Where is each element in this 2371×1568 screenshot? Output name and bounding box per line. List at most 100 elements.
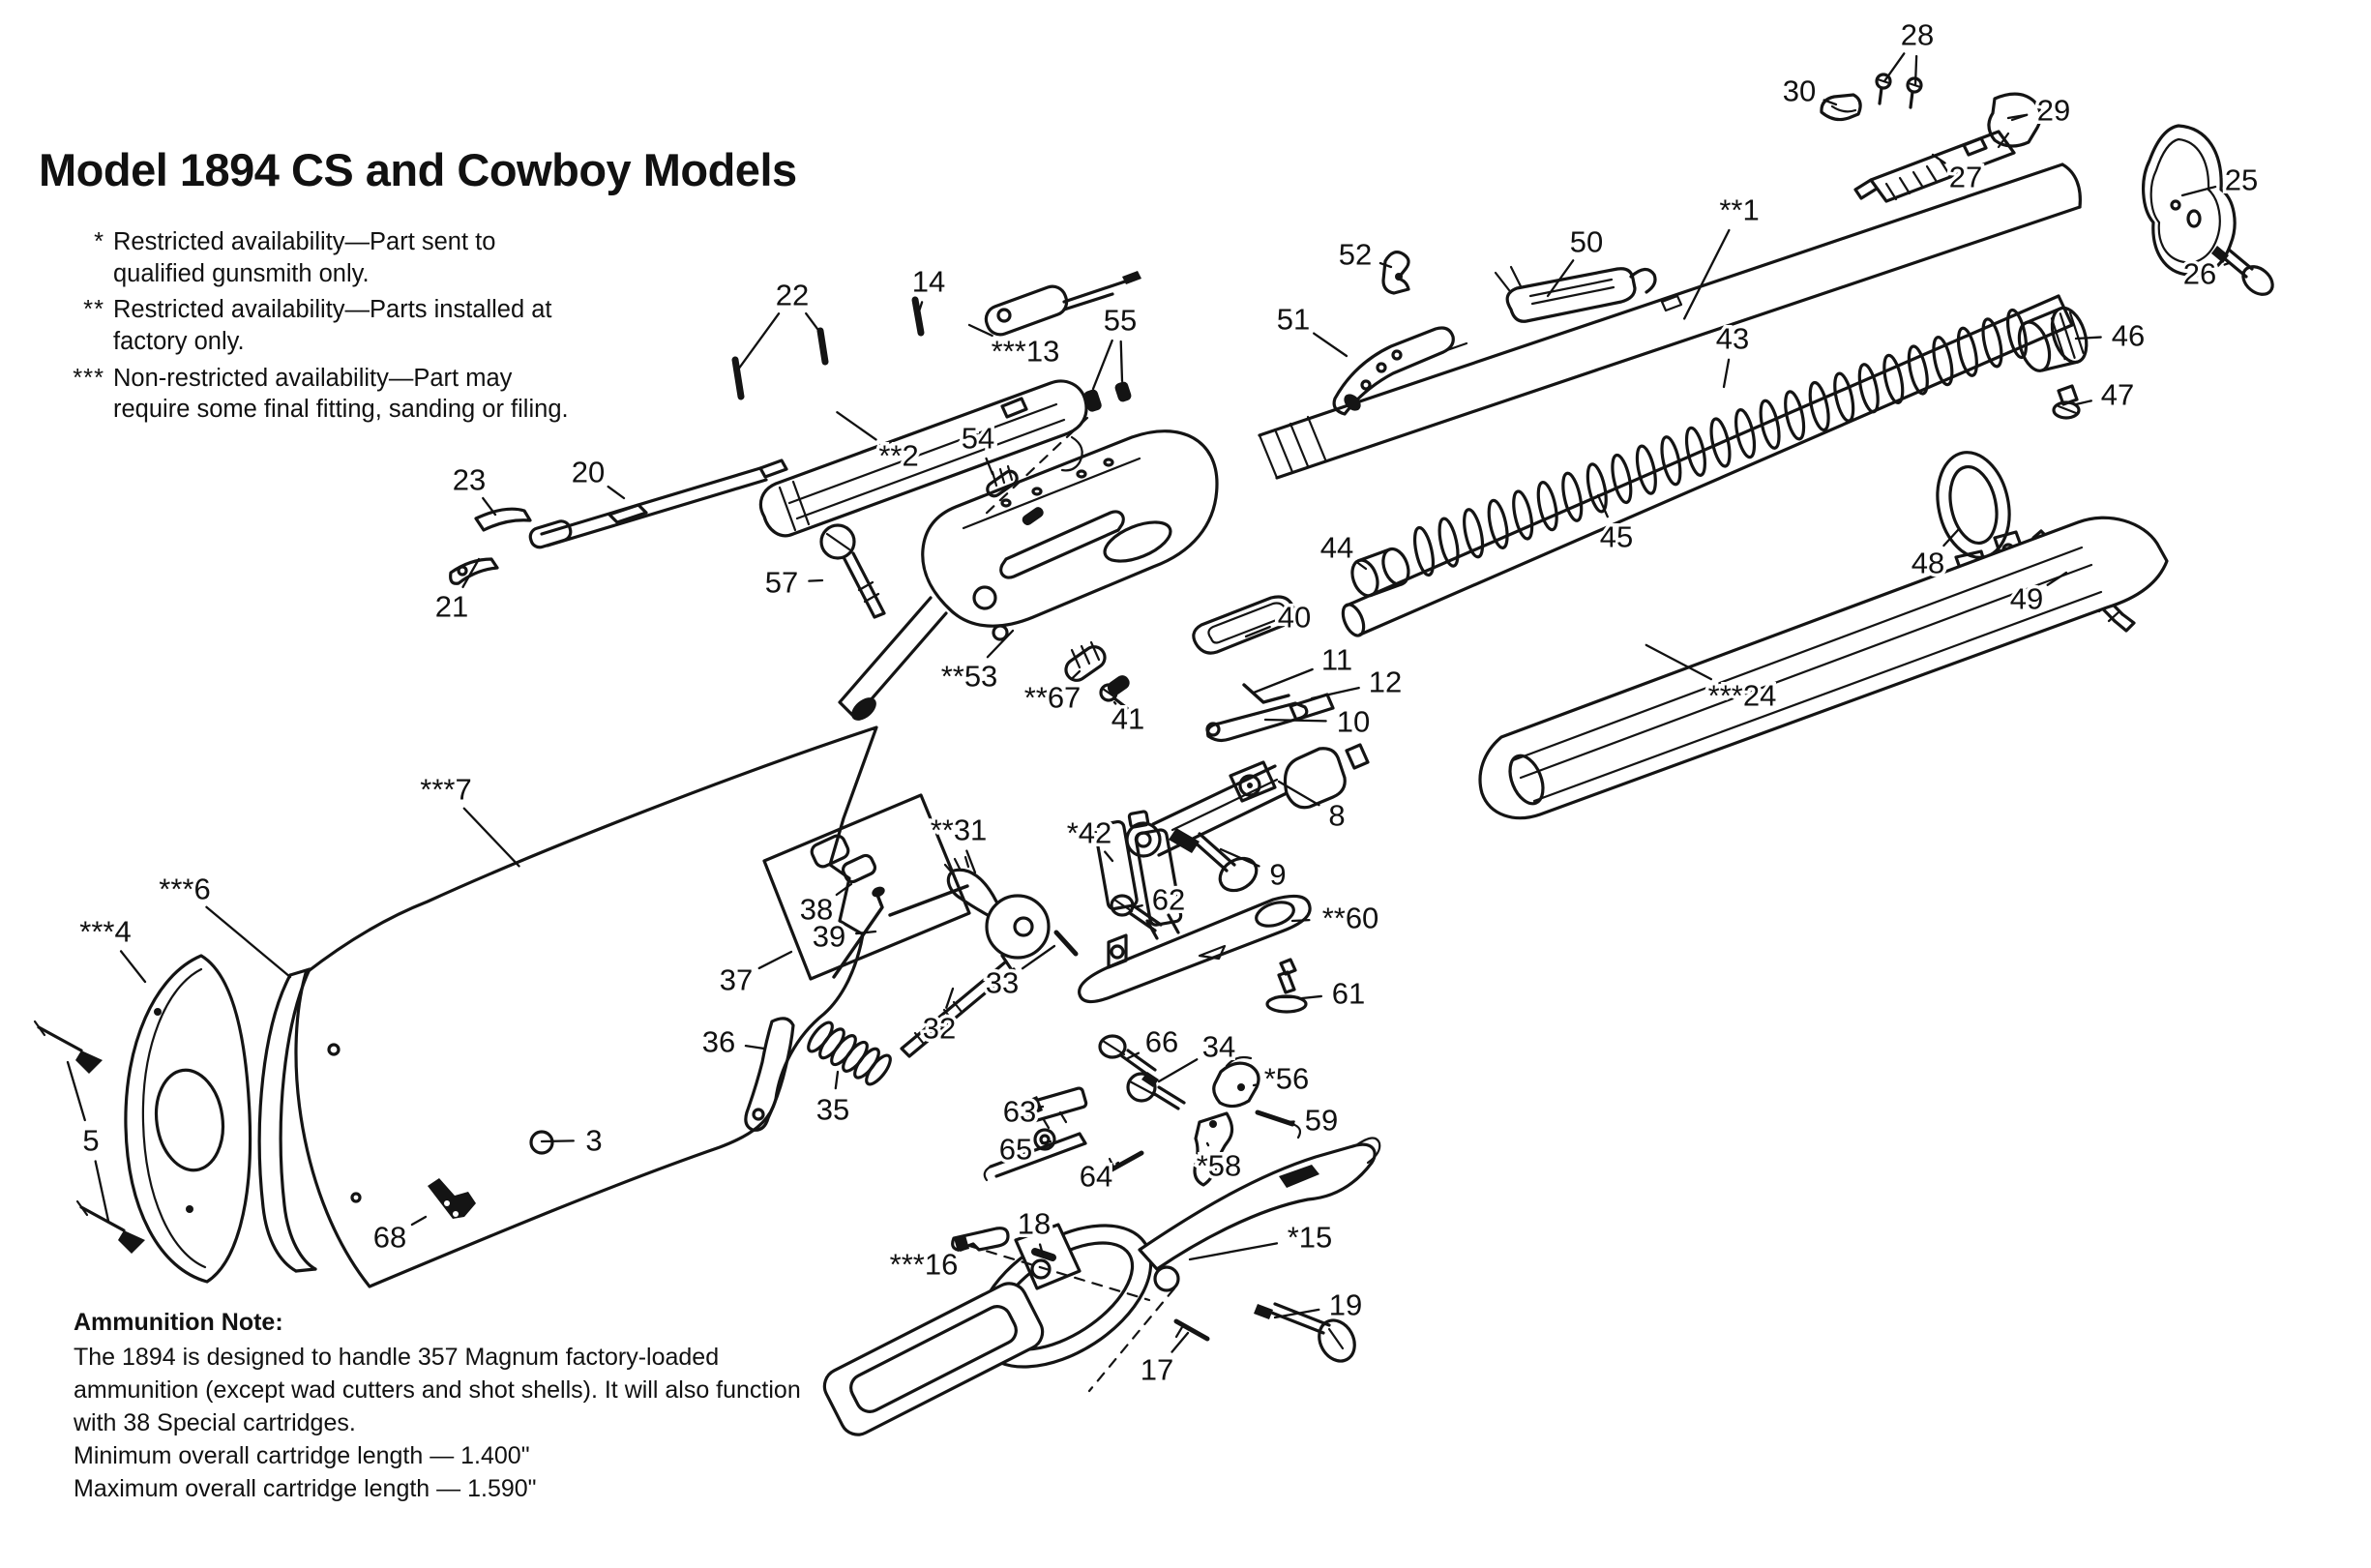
part-label-68: 68 — [373, 1221, 406, 1255]
locking-block-drawing — [1093, 810, 1183, 940]
part-label-57: 57 — [765, 566, 798, 600]
leader-line-45 — [1596, 493, 1609, 518]
ammunition-note-line: The 1894 is designed to handle 357 Magnu… — [74, 1344, 720, 1371]
part-label-17: 17 — [1141, 1353, 1173, 1387]
legend-text: Restricted availability—Parts installed … — [113, 296, 552, 355]
leader-line-46 — [2074, 336, 2102, 340]
leader-line-3 — [540, 1139, 575, 1143]
magazine-spring-drawing — [1412, 308, 2029, 577]
leader-line-22 — [805, 311, 825, 339]
leader-line-26 — [2223, 261, 2231, 266]
ejector-rod-drawing — [528, 459, 788, 549]
leader-line-40 — [1244, 625, 1271, 638]
part-label-43: 43 — [1716, 322, 1749, 356]
buttstock-drawing — [294, 725, 878, 1288]
part-label-36: 36 — [702, 1025, 735, 1059]
leader-line-25 — [2180, 185, 2217, 197]
leader-line-12 — [1310, 686, 1360, 700]
part-label-22: 22 — [776, 279, 809, 312]
leader-line-19 — [1273, 1308, 1320, 1319]
leader-line-35 — [834, 1070, 840, 1090]
leader-line-47 — [2074, 399, 2092, 406]
leader-line-61 — [1300, 994, 1323, 1000]
part-label-42: *42 — [1067, 816, 1112, 850]
part-label-5: 5 — [82, 1124, 99, 1158]
leader-line-49 — [2046, 571, 2068, 586]
ammunition-note: Ammunition Note: The 1894 is designed to… — [74, 1306, 818, 1505]
lever-spring-drawing — [1192, 595, 1296, 655]
leader-line-54 — [985, 457, 994, 476]
legend-text: Restricted availability—Part sent to qua… — [113, 228, 496, 287]
part-label-28: 28 — [1901, 18, 1934, 52]
part-label-47: 47 — [2101, 378, 2134, 412]
leader-line-53 — [986, 629, 1015, 659]
leader-line-65 — [1041, 1139, 1052, 1145]
pin-33-drawing — [1053, 930, 1079, 957]
ejector-drawing — [984, 271, 1141, 337]
part-label-52: 52 — [1339, 238, 1372, 272]
leader-line-11 — [1252, 667, 1314, 695]
leader-line-64 — [1115, 1161, 1120, 1166]
safety-56-drawing — [1212, 1055, 1260, 1109]
leader-line-36 — [744, 1045, 766, 1050]
leader-line-4 — [119, 950, 147, 984]
part-label-51: 51 — [1277, 303, 1310, 337]
part-label-19: 19 — [1329, 1288, 1362, 1322]
leader-line-5 — [66, 1060, 86, 1122]
leader-line-34 — [1157, 1058, 1199, 1083]
rear-sight-base-drawing — [1853, 130, 2016, 203]
plug-screw-drawing — [2052, 384, 2081, 420]
part-label-65: 65 — [999, 1133, 1032, 1167]
part-label-20: 20 — [572, 456, 605, 489]
part-label-40: 40 — [1278, 601, 1311, 635]
part-label-62: 62 — [1152, 883, 1185, 917]
leader-line-51 — [1313, 332, 1349, 358]
leader-line-57 — [808, 578, 824, 582]
swivel-screw-drawing — [2211, 246, 2274, 296]
part-label-29: 29 — [2037, 94, 2070, 128]
part-label-1: **1 — [1719, 193, 1759, 227]
plunger-38-drawing — [810, 834, 885, 898]
spring-65-drawing — [983, 1128, 1087, 1182]
follower-drawing — [1350, 547, 1410, 598]
dummy-screws-drawing — [731, 327, 829, 400]
ammunition-note-line: Maximum overall cartridge length — 1.590… — [74, 1475, 537, 1502]
screw-61-drawing — [1265, 958, 1308, 1014]
part-label-39: 39 — [813, 920, 845, 954]
part-label-6: ***6 — [159, 873, 210, 906]
leader-line-20 — [607, 485, 626, 500]
part-label-59: 59 — [1305, 1104, 1338, 1138]
part-label-45: 45 — [1600, 520, 1633, 554]
leader-line-21 — [461, 557, 481, 589]
leader-line-23 — [482, 496, 497, 517]
leader-line-37 — [757, 950, 793, 970]
part-label-21: 21 — [435, 590, 468, 624]
part-label-2: **2 — [878, 439, 918, 473]
screw-34-drawing — [1126, 1072, 1186, 1110]
loading-gate-drawing — [1332, 326, 1468, 416]
part-label-34: 34 — [1202, 1030, 1235, 1064]
leader-line-48 — [1942, 528, 1960, 547]
part-label-63: 63 — [1003, 1095, 1036, 1129]
part-label-54: 54 — [962, 422, 994, 456]
leader-line-44 — [1355, 560, 1368, 571]
part-label-14: 14 — [912, 265, 945, 299]
leader-line-52 — [1378, 261, 1393, 269]
knurled-pin-67-drawing — [1064, 640, 1130, 695]
part-label-23: 23 — [453, 463, 486, 497]
part-label-53: **53 — [941, 660, 998, 694]
leader-line-17 — [1171, 1331, 1190, 1353]
part-label-37: 37 — [720, 963, 753, 997]
leader-line-27 — [1931, 153, 1946, 164]
butt-pad-drawing — [124, 954, 252, 1284]
part-label-7: ***7 — [420, 773, 471, 807]
hammer-drawing — [943, 855, 1051, 975]
part-label-26: 26 — [2183, 257, 2216, 291]
part-label-49: 49 — [2010, 582, 2043, 616]
spring-10-drawing — [1205, 701, 1309, 743]
legend-item: * Restricted availability—Part sent to q… — [48, 226, 572, 289]
swivel-stud-drawing — [428, 1178, 476, 1219]
part-label-48: 48 — [1912, 547, 1944, 580]
part-label-46: 46 — [2112, 319, 2145, 353]
magazine-plug-drawing — [2017, 306, 2089, 372]
